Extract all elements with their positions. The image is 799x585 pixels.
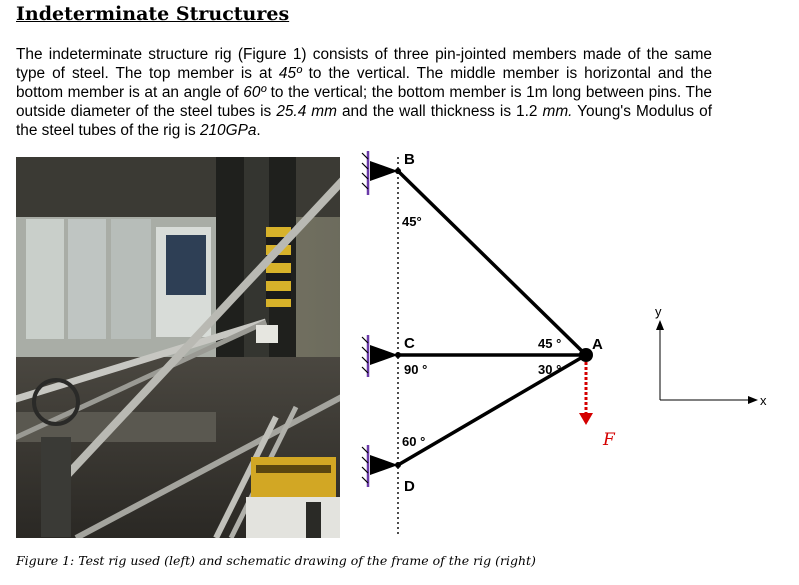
member-bottom-DA [397, 353, 587, 467]
joint-C [395, 352, 401, 358]
label-angle-A-top: 45 ° [538, 336, 561, 351]
x-axis-arrowhead [748, 396, 758, 404]
coordinate-axes: y x [655, 304, 767, 408]
label-D: D [404, 478, 415, 495]
label-angle-D: 60 ° [402, 434, 425, 449]
support-D [361, 445, 398, 487]
joint-D [395, 462, 401, 468]
page-heading: Indeterminate Structures [16, 3, 290, 25]
y-axis-arrowhead [656, 320, 664, 330]
statement-text-4: and the wall thickness is 1.2 [336, 103, 543, 120]
label-B: B [404, 151, 415, 168]
problem-statement: The indeterminate structure rig (Figure … [16, 45, 712, 140]
joint-A [579, 348, 593, 362]
statement-text-5: Young's Modulus of the steel tubes of th… [16, 103, 712, 139]
angle-bottom-value: 60º [243, 84, 267, 101]
statement-text-3: to the vertical; the bottom member is 1m… [16, 84, 712, 120]
youngs-modulus-value: 210GPa [199, 122, 257, 139]
figure-caption: Figure 1: Test rig used (left) and schem… [16, 553, 536, 568]
support-B [361, 151, 398, 195]
statement-text-2: to the vertical. The middle member is ho… [16, 65, 713, 101]
test-rig-photo [16, 157, 356, 538]
label-F: F [602, 430, 616, 450]
frame-schematic: B 45° C 90 ° 60 ° D 45 ° 30 ° A F [340, 143, 640, 538]
joint-B [395, 168, 401, 174]
angle-top-value: 45º [278, 65, 302, 82]
label-C: C [404, 335, 415, 352]
label-angle-A-bottom: 30 ° [538, 362, 561, 377]
thickness-unit: mm. [542, 103, 573, 120]
diameter-value: 25.4 mm [276, 103, 337, 120]
schematic-background [340, 143, 640, 538]
statement-text-6: . [256, 122, 261, 139]
x-axis-label: x [760, 393, 767, 408]
label-A: A [592, 336, 603, 353]
member-top-BA [396, 169, 588, 357]
label-angle-B: 45° [402, 214, 422, 229]
statement-text-1: The indeterminate structure rig (Figure … [16, 46, 712, 82]
support-C [361, 335, 398, 377]
y-axis-label: y [655, 304, 662, 319]
label-angle-C: 90 ° [404, 362, 427, 377]
force-arrow-head [579, 413, 593, 425]
